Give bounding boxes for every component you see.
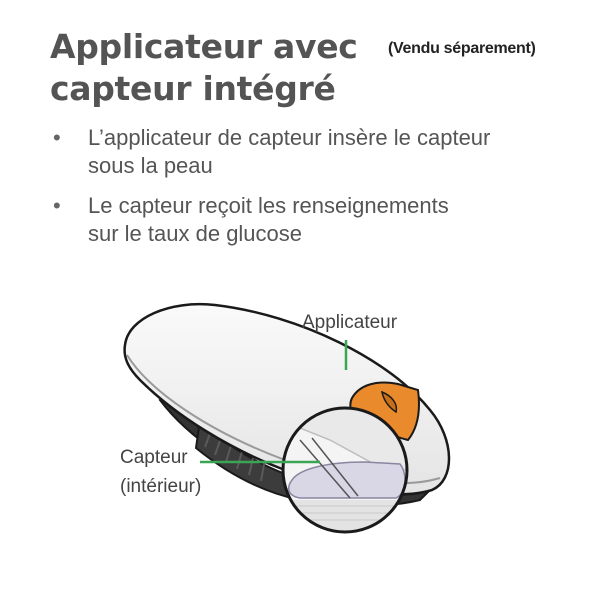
applicator-label: Applicateur [302,312,398,333]
sensor-filament [299,437,359,499]
bullet-icon: • [53,125,61,150]
skin-layer [283,500,407,532]
sensor-label-line-1: Capteur [120,447,188,468]
feature-text-line-1: L’applicateur de capteur insère le capte… [88,125,491,150]
feature-item: • L’applicateur de capteur insère le cap… [50,124,570,180]
bullet-icon: • [53,193,61,218]
feature-text-line-2: sous la peau [88,153,213,178]
feature-list: • L’applicateur de capteur insère le cap… [50,124,570,260]
applicator-diagram: Applicateur Capteur (intérieur) [120,302,451,534]
feature-item: • Le capteur reçoit les renseignements s… [50,192,570,248]
feature-text-line-1: Le capteur reçoit les renseignements [88,193,449,218]
sensor-label-line-2: (intérieur) [120,476,201,497]
feature-text-line-2: sur le taux de glucose [88,221,303,246]
tab-notch [380,390,398,414]
sold-separately-note: (Vendu séparement) [388,40,536,57]
title-line-1: Applicateur avec [50,27,358,66]
page-title: Applicateur avec capteur intégré [50,26,358,110]
magnifier-ring [281,406,409,534]
title-line-2: capteur intégré [50,69,336,108]
